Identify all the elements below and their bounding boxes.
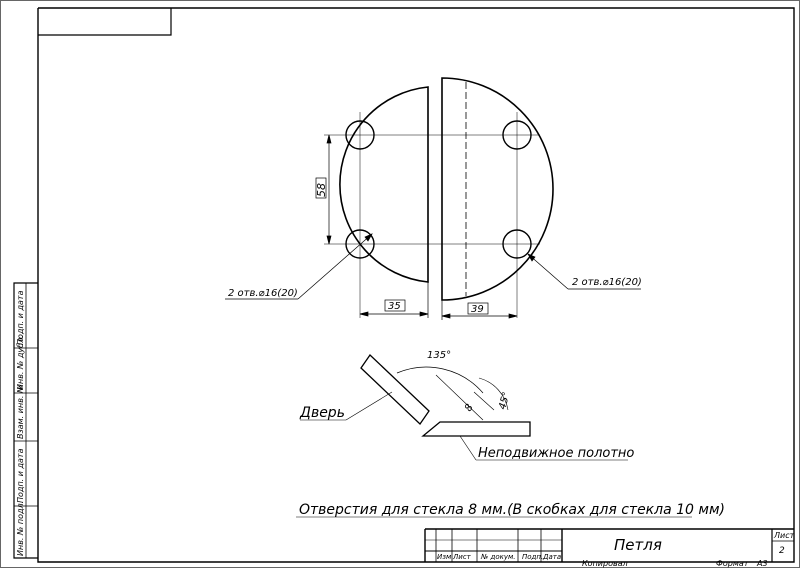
side-strip: Инв. № подл. Подп. и дата Взам. инв. № И… <box>13 282 38 559</box>
section-view <box>300 354 628 461</box>
right-hole-leader <box>527 253 641 290</box>
side-strip-label-4: Инв. № дубл. <box>16 335 25 390</box>
drawing-title: Петля <box>614 536 662 554</box>
title-header-date: Дата <box>542 553 561 561</box>
left-hinge-plate <box>339 86 429 283</box>
dim-left-offset <box>359 282 429 318</box>
thickness-label: 8 <box>463 402 476 413</box>
side-strip-label-2: Подп. и дата <box>16 448 25 503</box>
angle-label: 135° <box>427 350 451 361</box>
right-hole-callout: 2 отв.⌀16(20) <box>572 277 642 288</box>
fixed-panel-label: Неподвижное полотно <box>478 446 634 461</box>
side-strip-label-5: Подп. и дата <box>16 290 25 345</box>
title-header-izm: Изм <box>437 553 452 561</box>
title-block <box>424 528 794 562</box>
bevel-angle-label: 45° <box>497 391 512 411</box>
title-header-list: Лист <box>452 553 472 561</box>
door-leaf <box>360 354 430 425</box>
title-header-sign: Подп. <box>522 553 543 561</box>
note-text: Отверстия для стекла 8 мм.(В скобках для… <box>299 502 725 518</box>
dim-vertical-label: 58 <box>315 183 328 197</box>
sheet-number: 2 <box>779 546 785 556</box>
side-strip-label-3: Взам. инв. № <box>16 385 25 439</box>
dim-left-offset-label: 35 <box>388 301 401 312</box>
hole-centerlines <box>324 112 540 318</box>
sheet-label: Лист <box>773 531 795 540</box>
drawing-frame <box>37 7 795 563</box>
top-left-stamp <box>38 8 172 36</box>
door-label: Дверь <box>299 405 345 421</box>
angle-arc <box>396 366 484 394</box>
dim-right-offset <box>441 300 518 320</box>
side-strip-label-1: Инв. № подл. <box>16 501 25 556</box>
left-hole-leader <box>225 233 373 300</box>
left-hole-callout: 2 отв.⌀16(20) <box>228 288 298 299</box>
dim-right-offset-label: 39 <box>471 304 484 315</box>
copied-by-label: Копировал <box>582 559 628 568</box>
format-value: А3 <box>756 559 768 568</box>
right-hinge-plate <box>441 77 554 301</box>
dim-vertical <box>315 134 332 245</box>
title-header-doc: № докум. <box>480 553 516 561</box>
format-label: Формат <box>716 559 749 568</box>
fixed-panel <box>421 421 531 437</box>
